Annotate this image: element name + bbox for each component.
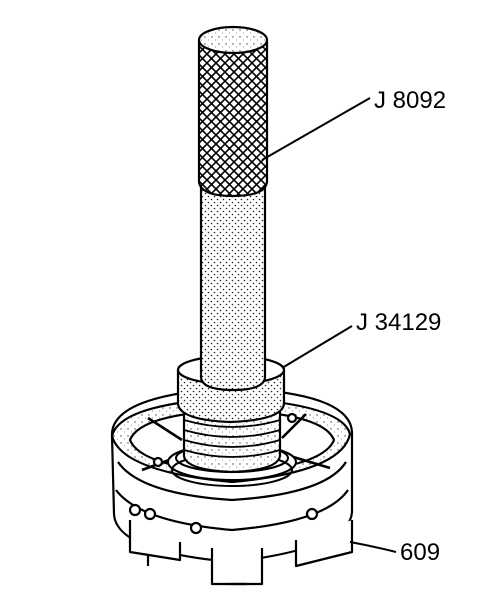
callout-609: 609 [400,539,440,566]
housing-notch-left [128,520,182,562]
callout-j34129: J 34129 [356,309,441,336]
callout-j8092: J 8092 [374,87,446,114]
leader-lines [261,97,397,553]
handle-knurled-grip [197,38,269,198]
leader-line-j8092 [261,97,371,161]
housing-hole [286,412,298,424]
housing-hole [143,507,157,521]
leader-line-j34129 [281,325,353,369]
housing-hole [152,456,164,468]
handle-top-face [197,25,269,55]
housing-notch-right [294,520,354,568]
leader-line-609 [349,541,397,553]
housing-notch-center [210,548,264,586]
housing-hole [305,507,319,521]
handle-shaft [199,184,267,392]
housing-hole [189,521,203,535]
handle-j8092 [197,25,269,392]
housing-hole [128,503,142,517]
